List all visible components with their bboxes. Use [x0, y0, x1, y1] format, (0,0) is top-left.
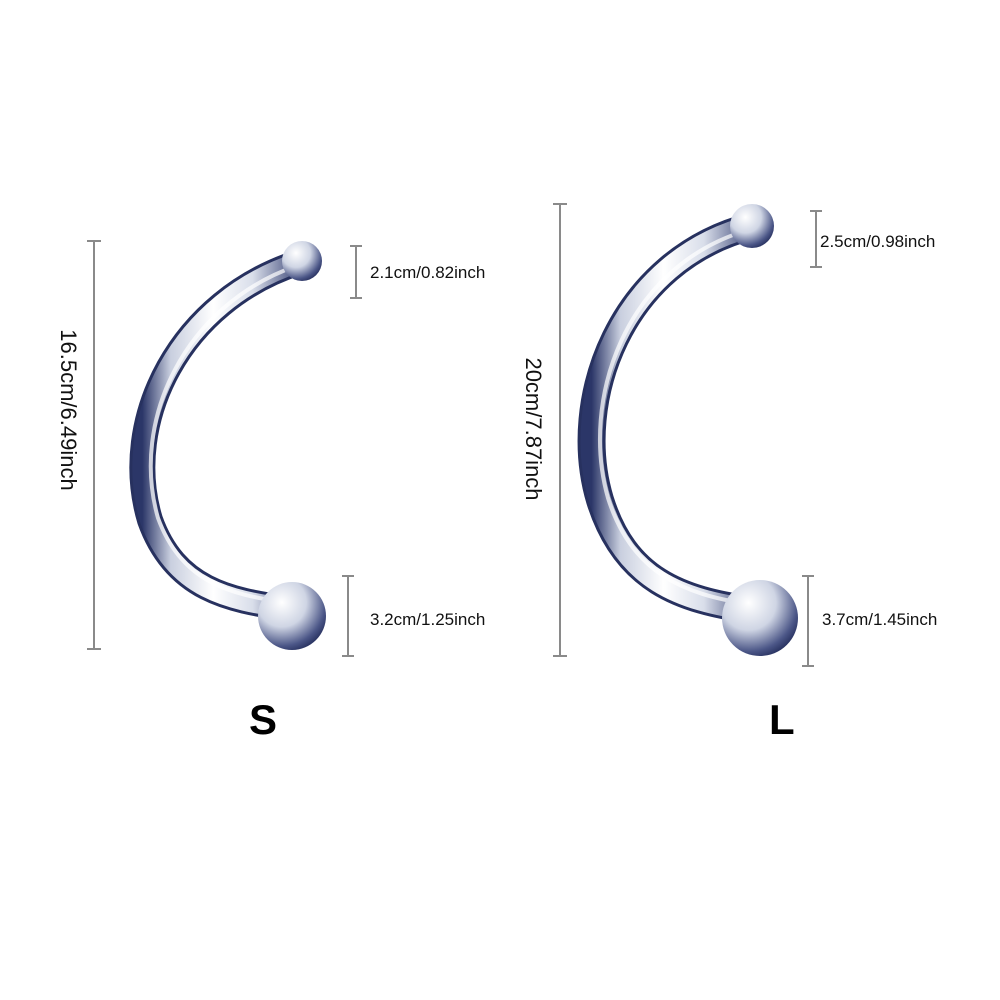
size-label-s: S [249, 696, 278, 743]
top-ball-dimension-cap-top-l [810, 210, 822, 212]
bottom-ball-dimension-cap-bottom-l [802, 665, 814, 667]
length-dimension-cap-bottom-l [553, 655, 567, 657]
bottom-ball-label-s: 3.2cm/1.25inch [370, 610, 486, 629]
bottom-ball-dimension-cap-top-s [342, 575, 354, 577]
length-dimension-cap-bottom-s [87, 648, 101, 650]
top-ball-label-l: 2.5cm/0.98inch [820, 232, 936, 251]
length-dimension-line-l [559, 203, 561, 657]
length-dimension-cap-top-s [87, 240, 101, 242]
bottom-ball-dimension-line-l [807, 575, 809, 667]
top-ball-dimension-cap-bottom-l [810, 266, 822, 268]
top-ball-label-s: 2.1cm/0.82inch [370, 263, 486, 282]
bottom-ball-dimension-cap-bottom-s [342, 655, 354, 657]
length-dimension-line-s [93, 240, 95, 650]
top-ball-dimension-cap-top-s [350, 245, 362, 247]
top-ball-dimension-line-s [355, 245, 357, 299]
size-label-l: L [769, 696, 795, 743]
length-dimension-cap-top-l [553, 203, 567, 205]
bottom-ball-label-l: 3.7cm/1.45inch [822, 610, 938, 629]
bottom-ball-dimension-cap-top-l [802, 575, 814, 577]
bottom-ball-dimension-line-s [347, 575, 349, 657]
top-ball-dimension-cap-bottom-s [350, 297, 362, 299]
top-ball-dimension-line-l [815, 210, 817, 268]
